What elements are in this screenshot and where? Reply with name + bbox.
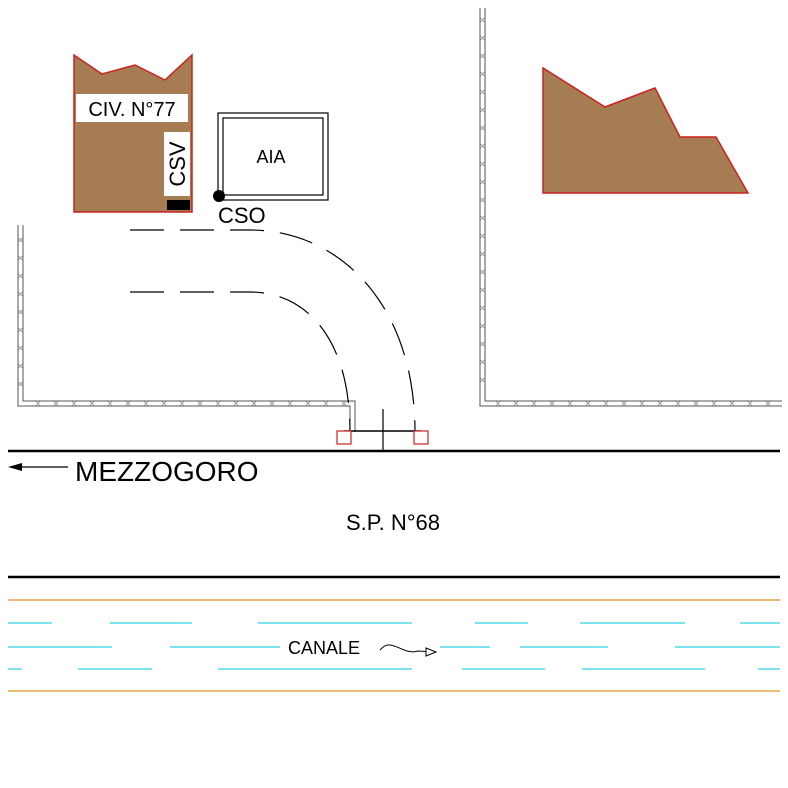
aia-area: AIA bbox=[217, 112, 329, 201]
driveway-inner-path bbox=[130, 291, 351, 433]
cso-marker bbox=[213, 190, 225, 202]
cso-point: CSO bbox=[213, 190, 266, 228]
fence-left bbox=[17, 225, 356, 432]
driveway-outer-path bbox=[130, 229, 416, 433]
canal: CANALE bbox=[8, 599, 780, 692]
gate bbox=[336, 409, 429, 451]
manhole-icon bbox=[336, 430, 352, 445]
canal-water-lines bbox=[8, 622, 780, 670]
road-name-label: S.P. N°68 bbox=[346, 510, 440, 535]
building-right bbox=[542, 66, 750, 194]
manhole-icon bbox=[413, 430, 429, 445]
fence-right bbox=[479, 8, 782, 407]
cso-label: CSO bbox=[218, 203, 266, 228]
building-civ-77: CIV. N°77 CSV bbox=[73, 53, 193, 213]
driveway-dashed bbox=[130, 229, 416, 433]
csv-box bbox=[167, 200, 190, 210]
arrow-left-icon bbox=[8, 463, 68, 471]
flow-arrow-icon bbox=[379, 644, 438, 657]
canal-label: CANALE bbox=[288, 638, 360, 658]
civic-number-label: CIV. N°77 bbox=[88, 99, 175, 121]
csv-label: CSV bbox=[165, 141, 190, 187]
direction-label: MEZZOGORO bbox=[75, 456, 259, 487]
aia-label: AIA bbox=[256, 147, 285, 167]
direction-indicator: MEZZOGORO bbox=[8, 456, 259, 487]
